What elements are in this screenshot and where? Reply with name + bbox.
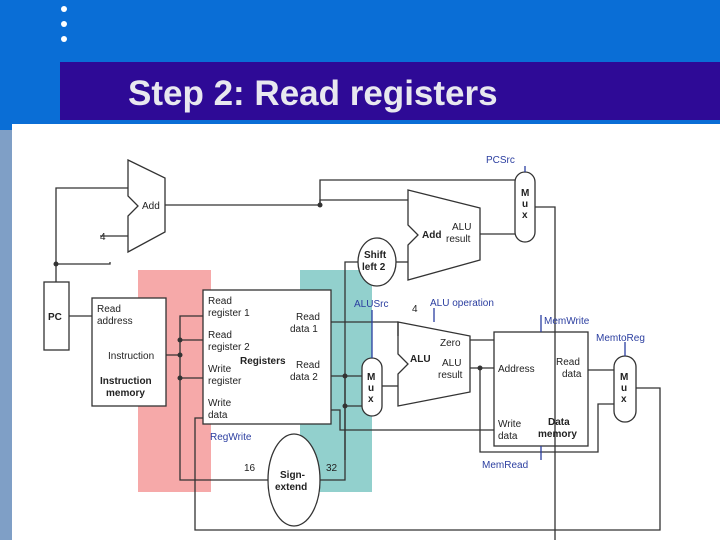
junction-dot [342, 403, 348, 409]
slide-title: Step 2: Read registers [128, 74, 498, 113]
imem-read-label: Read [97, 304, 121, 315]
pc-register [43, 281, 70, 351]
dmem-write-a: Write [498, 419, 522, 430]
alu-result-a: ALU [442, 358, 461, 369]
mux-top-m: M [521, 188, 529, 199]
reg-read1-b: register 1 [208, 308, 250, 319]
junction-dot [53, 261, 59, 267]
memwrite-label: MemWrite [544, 316, 590, 327]
alusrc-label: ALUSrc [354, 299, 388, 310]
registers-title: Registers [240, 356, 286, 367]
wire [479, 368, 614, 453]
imem-title-1: Instruction [100, 376, 152, 387]
pc-adder-label: Add [142, 201, 160, 212]
pc-label: PC [48, 312, 62, 323]
branch-adder-add-label: Add [422, 230, 441, 241]
dmem-read-b: data [562, 369, 582, 380]
junction-dot [477, 365, 483, 371]
wire [165, 179, 515, 206]
reg-read2-b: register 2 [208, 342, 250, 353]
sign-extend-label-1: Sign- [280, 470, 305, 481]
reg-wdata-b: data [208, 410, 228, 421]
regwrite-label: RegWrite [210, 432, 252, 443]
pc-adder [127, 158, 166, 254]
mux-right-m: M [620, 372, 628, 383]
wire [194, 387, 661, 531]
bullet-dot [61, 21, 67, 27]
wire [56, 262, 111, 265]
wire [535, 206, 556, 540]
title-bar [60, 62, 720, 120]
reg-write-a: Write [208, 364, 232, 375]
alu-result-b: result [438, 370, 463, 381]
alu-label: ALU [410, 354, 431, 365]
wire [320, 405, 362, 481]
instruction-memory [91, 297, 167, 407]
wire [166, 315, 203, 356]
wire [331, 321, 399, 336]
mux-mid-u: u [368, 383, 374, 394]
main-alu [397, 321, 471, 407]
dmem-address-label: Address [498, 364, 535, 375]
reg-read2-a: Read [208, 330, 232, 341]
constant-four-top: 4 [100, 232, 106, 243]
wire [30, 316, 44, 540]
junction-dot [177, 352, 183, 358]
shift-left-label-2: left 2 [362, 262, 386, 273]
bullet-dot [61, 6, 67, 12]
wire [55, 187, 128, 282]
sign-extend-label-2: extend [275, 482, 307, 493]
reg-rd1-b: data 1 [290, 324, 318, 335]
dmem-title-1: Data [548, 417, 570, 428]
bullet-dot [61, 36, 67, 42]
mux-right-x: x [621, 394, 627, 405]
shift-left-label-1: Shift [364, 250, 387, 261]
alu-operation-label: ALU operation [430, 298, 494, 309]
imem-address-label: address [97, 316, 133, 327]
branch-adder-alu-label: ALU [452, 222, 471, 233]
imem-instruction-label: Instruction [108, 351, 154, 362]
junction-dot [177, 337, 183, 343]
reg-wdata-a: Write [208, 398, 232, 409]
junction-dot [177, 375, 183, 381]
register-file [202, 289, 332, 425]
reg-rd2-a: Read [296, 360, 320, 371]
wire [319, 199, 408, 205]
reg-write-b: register [208, 376, 242, 387]
memtoreg-label: MemtoReg [596, 333, 645, 344]
zero-label: Zero [440, 338, 461, 349]
reg-read1-a: Read [208, 296, 232, 307]
wire [179, 378, 268, 481]
data-memory [493, 331, 589, 447]
pcsrc-label: PCSrc [486, 155, 515, 166]
junction-dot [317, 202, 323, 208]
left-edge-strip [0, 130, 12, 540]
mux-top-x: x [522, 210, 528, 221]
reg-rd1-a: Read [296, 312, 320, 323]
memread-label: MemRead [482, 460, 528, 471]
wire [331, 409, 494, 431]
branch-adder-result-label: result [446, 234, 471, 245]
mux-right-u: u [621, 383, 627, 394]
junction-dot [342, 373, 348, 379]
constant-four-mid: 4 [412, 304, 418, 315]
bitwidth-32: 32 [326, 463, 338, 474]
mux-mid-m: M [367, 372, 375, 383]
dmem-read-a: Read [556, 357, 580, 368]
mux-mid-x: x [368, 394, 374, 405]
dmem-write-b: data [498, 431, 518, 442]
mux-top-u: u [522, 199, 528, 210]
dmem-title-2: memory [538, 429, 577, 440]
decorative-bullets [58, 6, 72, 51]
imem-title-2: memory [106, 388, 145, 399]
bitwidth-16: 16 [244, 463, 256, 474]
reg-rd2-b: data 2 [290, 372, 318, 383]
